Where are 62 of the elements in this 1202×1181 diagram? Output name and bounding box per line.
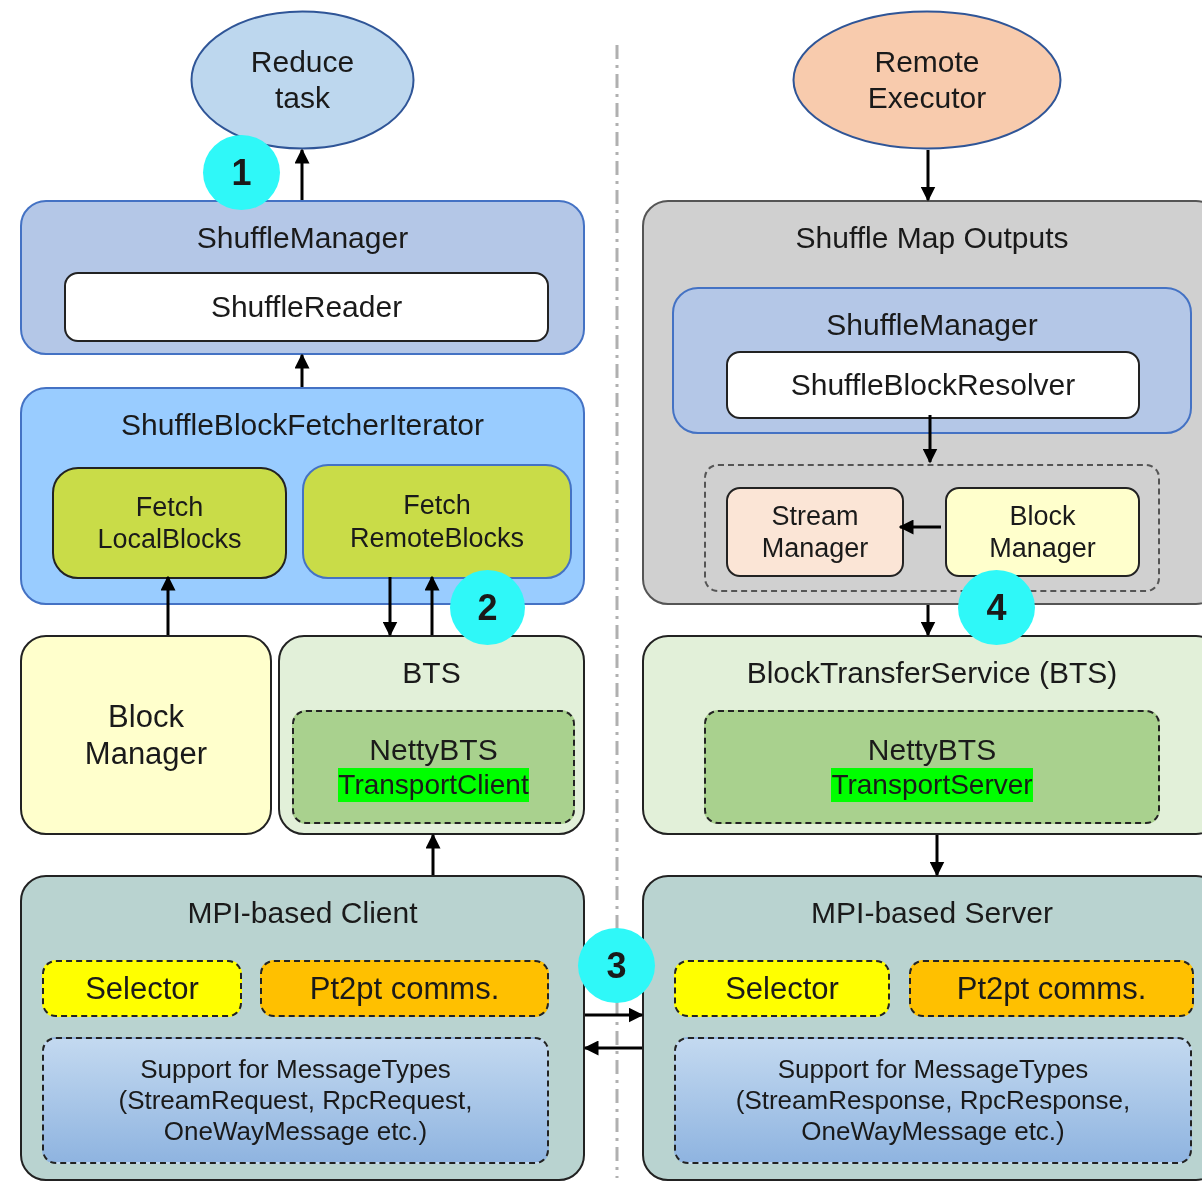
arrow	[922, 415, 938, 464]
box-title: MPI-based Server	[811, 895, 1053, 931]
box-label: Fetch LocalBlocks	[96, 490, 243, 556]
dashed-box	[674, 1037, 1192, 1164]
process-box	[278, 635, 585, 835]
box-label: Support for MessageTypes (StreamResponse, RpcResponse, OneWayMessage etc.)	[734, 1053, 1132, 1148]
process-box	[672, 287, 1192, 434]
process-box	[642, 875, 1202, 1181]
arrow	[585, 1007, 644, 1023]
dashed-box	[260, 960, 549, 1017]
arrow	[898, 519, 941, 535]
arrow	[920, 605, 936, 637]
process-box	[726, 351, 1140, 419]
box-title: ShuffleManager	[826, 307, 1038, 343]
arrow	[424, 575, 440, 635]
box-title: BTS	[402, 655, 461, 691]
box-label: Pt2pt comms.	[309, 969, 500, 1008]
highlighted-label: TransportServer	[831, 768, 1033, 802]
box-label: Block Manager	[988, 499, 1097, 565]
dashed-box	[674, 960, 890, 1017]
dashed-box	[292, 710, 575, 824]
highlighted-label: TransportClient	[338, 768, 529, 802]
node-label: Remote Executor	[866, 44, 988, 116]
process-box	[52, 467, 287, 579]
arrow	[382, 577, 398, 637]
box-title: BlockTransferService (BTS)	[746, 655, 1118, 691]
box-title: ShuffleManager	[196, 220, 409, 256]
dashed-box	[909, 960, 1194, 1017]
box-label: NettyBTS	[867, 732, 997, 769]
process-box	[64, 272, 549, 342]
group-box	[704, 464, 1160, 592]
process-box	[945, 487, 1140, 577]
process-box	[20, 635, 272, 835]
arrow	[920, 150, 936, 202]
box-label: Block Manager	[83, 697, 209, 773]
box-label: Pt2pt comms.	[956, 969, 1147, 1008]
arrow	[160, 575, 176, 635]
node-label: Reduce task	[249, 44, 356, 116]
box-label: Selector	[85, 969, 199, 1008]
box-label: NettyBTS	[369, 732, 498, 769]
process-box	[642, 635, 1202, 835]
box-label: Fetch RemoteBlocks	[348, 489, 526, 554]
dashed-box	[42, 1037, 549, 1164]
box-label: Selector	[725, 969, 839, 1008]
process-box	[302, 464, 572, 579]
process-box	[20, 200, 585, 355]
box-label: Support for MessageTypes (StreamRequest, RpcRequest, OneWayMessage etc.)	[117, 1053, 474, 1148]
arrow	[294, 353, 310, 387]
arrow	[583, 1040, 642, 1056]
process-box	[20, 875, 585, 1181]
box-label: Stream Manager	[760, 499, 870, 565]
arrow	[294, 148, 310, 200]
box-label: ShuffleReader	[210, 289, 403, 325]
box-label: ShuffleBlockResolver	[790, 367, 1076, 403]
box-title: MPI-based Client	[187, 895, 418, 931]
dashed-box	[704, 710, 1160, 824]
arrow	[425, 833, 441, 875]
process-box	[726, 487, 904, 577]
box-title: Shuffle Map Outputs	[795, 220, 1069, 256]
arrow	[929, 835, 945, 877]
box-title: ShuffleBlockFetcherIterator	[121, 407, 484, 443]
dashed-box	[42, 960, 242, 1017]
